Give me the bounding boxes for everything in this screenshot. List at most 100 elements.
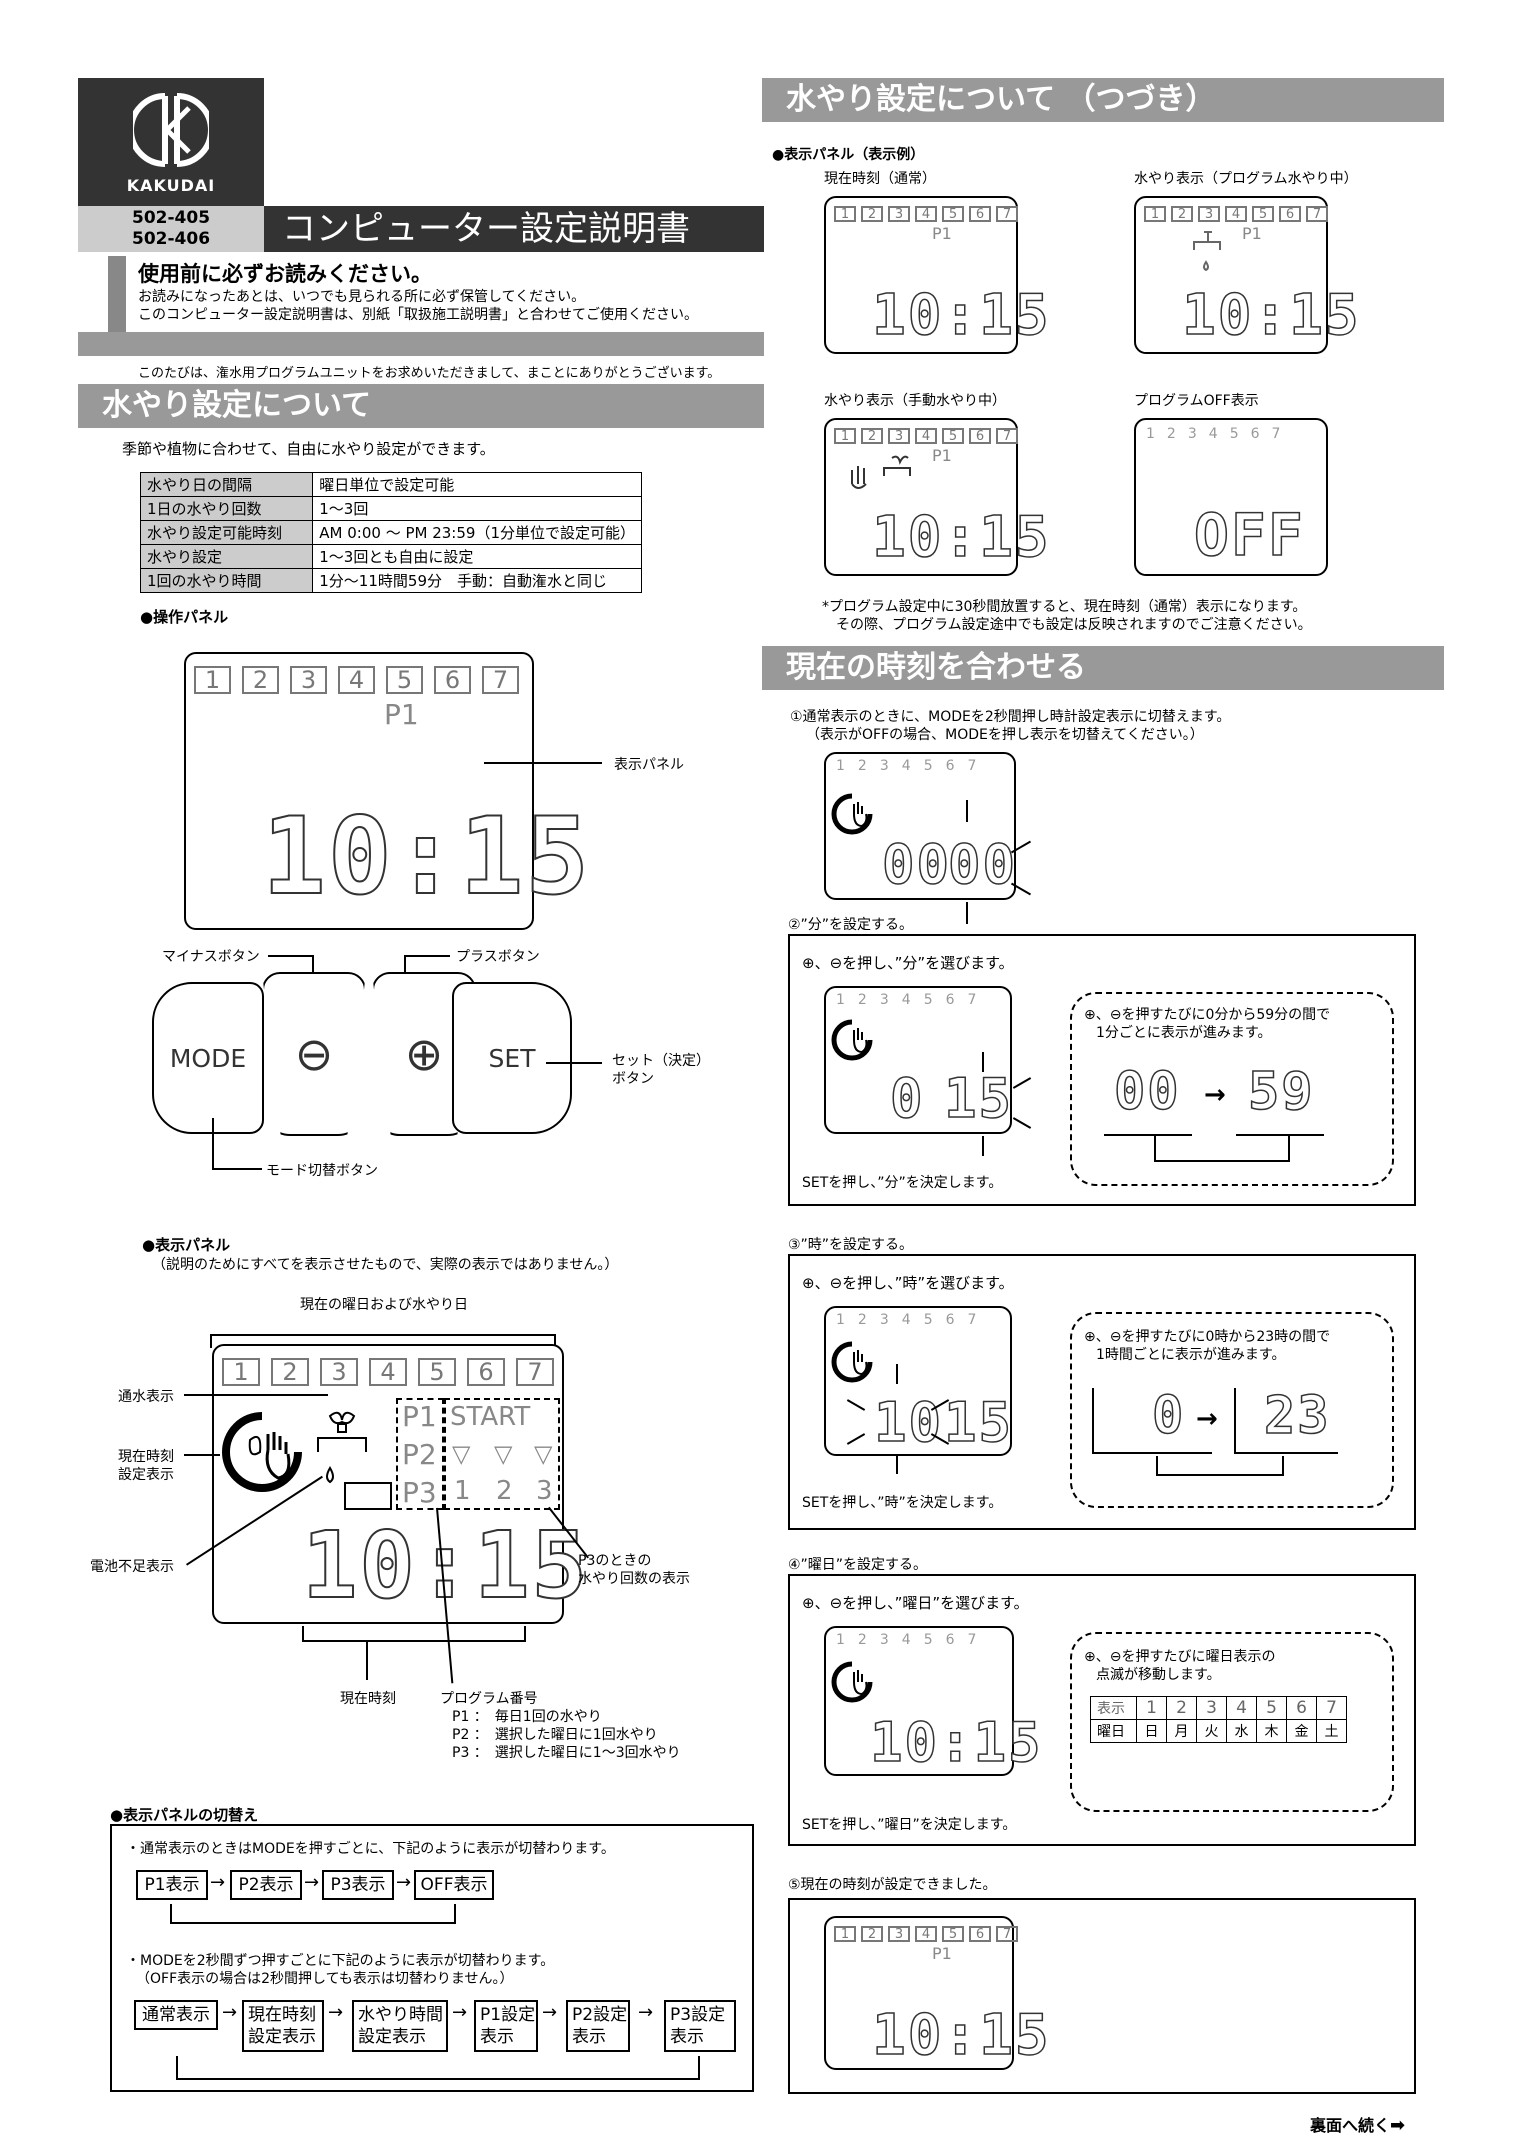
day-box: 3 — [1198, 206, 1220, 222]
step4-heading: ④”曜日”を設定する。 — [788, 1557, 928, 1573]
kakudai-logo-icon — [133, 93, 209, 167]
day-number: 2 — [857, 992, 867, 1008]
arrow-right-icon: → — [396, 1872, 412, 1893]
example-3-label: 水やり表示（手動水やり中） — [824, 393, 1006, 409]
notice-line-1: お読みになったあとは、いつでも見られる所に必ず保管してください。 — [138, 289, 586, 305]
day-row: 1 2 3 4 5 6 7 — [834, 206, 1018, 222]
model-number-1: 502-405 — [132, 208, 211, 228]
day-box: 5 — [1252, 206, 1274, 222]
step3-box — [788, 1254, 1416, 1530]
panel-edge — [1092, 1452, 1212, 1454]
step4-select: ⊕、⊖を押し、”曜日”を選びます。 — [802, 1594, 1029, 1612]
loop-line — [454, 1904, 456, 1924]
label-battery: 電池不足表示 — [90, 1559, 174, 1575]
day-box: 2 — [861, 428, 883, 444]
day-number: 3 — [879, 1312, 889, 1328]
day-number: 1 — [836, 1312, 845, 1328]
loop-line — [176, 2078, 700, 2080]
switch-heading: ●表示パネルの切替え — [110, 1806, 259, 1824]
section-title-set-time: 現在の時刻を合わせる — [762, 646, 1444, 690]
program-label: P1 — [384, 698, 419, 731]
day-number: 3 — [879, 1632, 889, 1648]
step4-tip-box — [1070, 1632, 1394, 1812]
thanks-text: このたびは、潅水用プログラムユニットをお求めいただきまして、まことにありがとうご… — [138, 366, 721, 381]
flow1-item: P1表示 — [136, 1870, 208, 1900]
minus-button[interactable]: ⊖ — [262, 972, 366, 1136]
step1-line1: ①通常表示のときに、MODEを2秒間押し時計設定表示に切替えます。 — [790, 709, 1231, 725]
day-box: 6 — [1279, 206, 1301, 222]
loop-line — [1104, 1134, 1192, 1136]
table-row: 曜日 日 月 火 水 木 金 土 — [1090, 1719, 1347, 1743]
program-p3: P3 — [402, 1476, 437, 1509]
leader-line — [212, 1168, 262, 1170]
step1-line2: （表示がOFFの場合、MODEを押し表示を切替えてください。） — [806, 727, 1204, 743]
doc-title: コンピューター設定説明書 — [264, 206, 764, 252]
day-row: 1 2 3 4 5 6 7 — [1146, 426, 1280, 442]
day-number: 4 — [1208, 426, 1218, 442]
day-box: 7 — [516, 1358, 554, 1386]
program-dashed-box — [396, 1398, 444, 1510]
day-box: 3 — [320, 1358, 358, 1386]
day-box: 5 — [942, 428, 964, 444]
tri-1: ▽ — [452, 1440, 471, 1468]
day-box: 3 — [888, 206, 910, 222]
day-number: 5 — [923, 992, 933, 1008]
timeout-note-2: その際、プログラム設定途中でも設定は反映されますのでご注意ください。 — [836, 617, 1312, 633]
arrow-right-icon: → — [452, 2002, 468, 2023]
hour-digits: 0 — [889, 1067, 925, 1130]
day-box: 6 — [969, 206, 991, 222]
step3-confirm: SETを押し、”時”を決定します。 — [802, 1495, 1003, 1511]
day-box: 7 — [1306, 206, 1328, 222]
day-box: 2 — [861, 1926, 883, 1942]
flow2-item: 現在時刻 設定表示 — [242, 2000, 324, 2052]
day-number: 3 — [879, 758, 889, 774]
leader-line — [184, 1454, 220, 1456]
minute-digits: 15 — [943, 1391, 1014, 1454]
label-display-panel: 表示パネル — [614, 757, 684, 773]
day-number: 1 — [836, 992, 845, 1008]
leader-line — [302, 1640, 526, 1642]
day-box: 3 — [888, 428, 910, 444]
set-button[interactable]: SET — [452, 982, 572, 1134]
step2-box — [788, 934, 1416, 1206]
day-number: 1 — [836, 1632, 845, 1648]
day-box: 1 — [1144, 206, 1166, 222]
leader-line — [366, 1640, 368, 1680]
leader-line — [210, 1334, 556, 1336]
day-box: 1 — [194, 666, 231, 694]
day-number: 1 — [1146, 426, 1155, 442]
day-row: 1 2 3 4 5 6 7 — [834, 1926, 1018, 1942]
time-digits: 10:15 — [869, 1711, 1043, 1774]
day-box: 5 — [942, 206, 964, 222]
leader-line — [302, 1626, 304, 1642]
label-p3-2: 水やり回数の表示 — [578, 1571, 690, 1587]
hour-0: 0 — [1151, 1386, 1186, 1446]
day-box: 7 — [996, 1926, 1018, 1942]
day-number: 4 — [901, 992, 911, 1008]
prog-desc-p3: P3 ： 選択した曜日に1～3回水やり — [452, 1745, 681, 1761]
step2-tip-box — [1070, 992, 1394, 1186]
example-1-label: 現在時刻（通常） — [824, 171, 936, 187]
day-number: 6 — [945, 992, 955, 1008]
faucet-icon — [317, 1411, 367, 1484]
label-clock-setting-2: 設定表示 — [118, 1467, 174, 1483]
day-number: 6 — [1250, 426, 1260, 442]
mode-button[interactable]: MODE — [152, 982, 264, 1134]
brand-name: KAKUDAI — [126, 176, 216, 195]
day-number: 4 — [901, 758, 911, 774]
day-number: 5 — [923, 1312, 933, 1328]
count-2: 2 — [496, 1476, 513, 1506]
label-water: 通水表示 — [118, 1389, 174, 1405]
panel-edge — [1092, 1388, 1094, 1454]
model-number-2: 502-406 — [132, 229, 211, 249]
day-box: 4 — [369, 1358, 407, 1386]
day-box: 6 — [434, 666, 471, 694]
section1-intro: 季節や植物に合わせて、自由に水やり設定ができます。 — [122, 440, 495, 458]
label-set-button-2: ボタン — [612, 1071, 654, 1087]
loop-line — [1154, 1136, 1156, 1162]
full-display-lcd: 1 2 3 4 5 6 7 P1 P2 P3 START ▽ ▽ ▽ 1 2 3… — [212, 1344, 588, 1624]
example-lcd-manual-watering: 1 2 3 4 5 6 7 P1 10:15 — [824, 418, 1049, 576]
day-number: 7 — [967, 1632, 977, 1648]
